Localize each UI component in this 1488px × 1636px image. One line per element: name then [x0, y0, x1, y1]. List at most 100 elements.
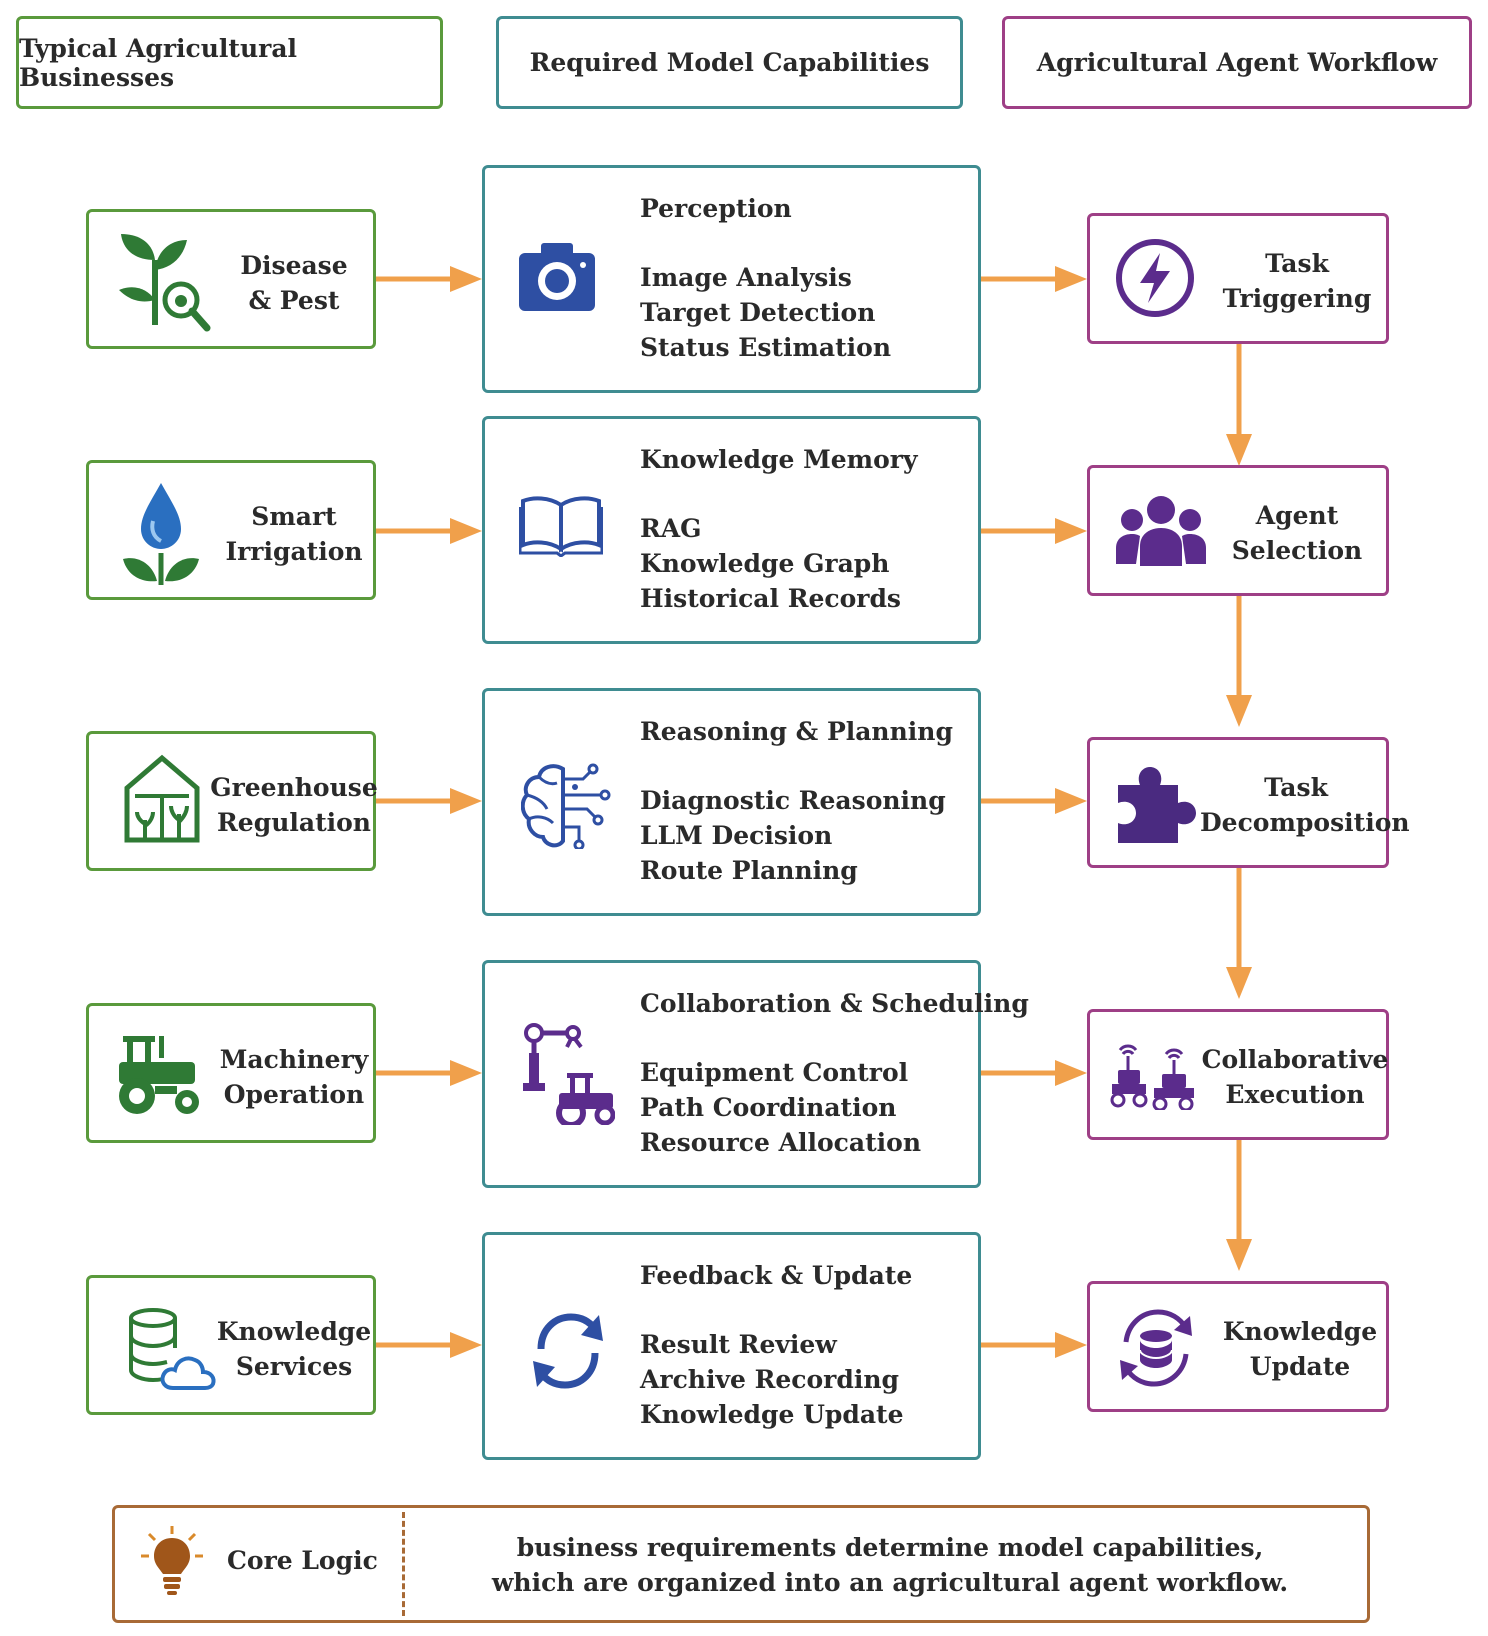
- greenhouse-icon: [124, 754, 200, 843]
- arrow-workflow-down-1: [1226, 344, 1252, 466]
- arrow-business-to-capability-5: [376, 1332, 482, 1358]
- capability-item: Route Planning: [640, 856, 858, 885]
- workflow-box-task-decomposition: Task Decomposition: [1087, 737, 1410, 868]
- business-label-knowledge-line1: Knowledge: [216, 1317, 372, 1346]
- capability-item: Resource Allocation: [640, 1128, 921, 1157]
- workflow-box-collaborative-execution: Collaborative Execution: [1087, 1009, 1389, 1140]
- core-logic-label: Core Logic: [227, 1546, 378, 1575]
- workflow-label-decomposition-line2: Decomposition: [1200, 808, 1410, 837]
- arrow-workflow-down-4: [1226, 1140, 1252, 1271]
- capability-items-feedback: Result Review Archive Recording Knowledg…: [640, 1327, 904, 1432]
- capability-box-reasoning-planning: Reasoning & Planning Diagnostic Reasonin…: [482, 688, 981, 916]
- workflow-label-triggering-line2: Triggering: [1222, 284, 1372, 313]
- capability-item: Diagnostic Reasoning: [640, 786, 946, 815]
- workflow-label-selection-line2: Selection: [1231, 536, 1363, 565]
- capability-box-knowledge-memory: Knowledge Memory RAG Knowledge Graph His…: [482, 416, 981, 644]
- capability-item: Status Estimation: [640, 333, 892, 362]
- capability-item: Knowledge Update: [640, 1400, 904, 1429]
- capability-box-perception: Perception Image Analysis Target Detecti…: [482, 165, 981, 393]
- arrow-capability-to-workflow-5: [981, 1332, 1087, 1358]
- workflow-label-execution-line1: Collaborative: [1201, 1045, 1389, 1074]
- arrow-business-to-capability-1: [376, 266, 482, 292]
- workflow-label-decomposition-line1: Task: [1264, 773, 1328, 802]
- workflow-box-knowledge-update: Knowledge Update: [1087, 1281, 1389, 1412]
- arrow-capability-to-workflow-1: [981, 266, 1087, 292]
- open-book-icon: [519, 496, 603, 557]
- arrow-capability-to-workflow-4: [981, 1060, 1087, 1086]
- plant-magnifier-icon: [119, 234, 211, 332]
- header-business: Typical Agricultural Businesses: [16, 16, 443, 109]
- robot-arm-tractor-icon: [523, 1023, 615, 1125]
- robots-icon: [1110, 1044, 1194, 1110]
- database-cloud-icon: [129, 1308, 216, 1390]
- business-label-knowledge-line2: Services: [235, 1352, 353, 1381]
- core-logic-text: business requirements determine model ca…: [415, 1530, 1365, 1600]
- capability-item: Archive Recording: [640, 1365, 899, 1394]
- capability-items-collaboration: Equipment Control Path Coordination Reso…: [640, 1055, 921, 1160]
- arrow-workflow-down-3: [1226, 868, 1252, 999]
- camera-icon: [519, 243, 595, 311]
- core-logic-line2: which are organized into an agricultural…: [491, 1568, 1289, 1597]
- header-capabilities-text: Required Model Capabilities: [529, 48, 930, 77]
- business-label-disease-line2: & Pest: [248, 286, 340, 315]
- header-business-text: Typical Agricultural Businesses: [19, 33, 298, 92]
- business-box-knowledge-services: Knowledge Services: [86, 1275, 376, 1415]
- capability-item: Equipment Control: [640, 1058, 909, 1087]
- core-logic-divider: [402, 1512, 405, 1616]
- capability-item: RAG: [640, 514, 702, 543]
- capability-title-feedback: Feedback & Update: [640, 1261, 913, 1290]
- water-drop-plant-icon: [123, 483, 199, 585]
- header-workflow-text: Agricultural Agent Workflow: [1036, 48, 1438, 77]
- refresh-icon: [533, 1313, 603, 1389]
- capability-item: Historical Records: [640, 584, 902, 613]
- business-box-smart-irrigation: Smart Irrigation: [86, 460, 376, 600]
- capability-item: Path Coordination: [640, 1093, 897, 1122]
- arrow-business-to-capability-2: [376, 518, 482, 544]
- business-box-greenhouse: Greenhouse Regulation: [86, 731, 378, 871]
- workflow-label-selection-line1: Agent: [1255, 501, 1339, 530]
- business-label-greenhouse-line2: Regulation: [217, 808, 371, 837]
- business-label-disease-line1: Disease: [240, 251, 348, 280]
- capability-title-knowledge: Knowledge Memory: [640, 445, 918, 474]
- business-box-machinery: Machinery Operation: [86, 1003, 376, 1143]
- tractor-icon: [119, 1036, 199, 1114]
- people-group-icon: [1116, 496, 1206, 566]
- business-label-machinery-line2: Operation: [223, 1080, 365, 1109]
- capability-item: Result Review: [640, 1330, 837, 1359]
- business-box-disease-pest: Disease & Pest: [86, 209, 376, 349]
- capability-item: Image Analysis: [640, 263, 852, 292]
- arrow-workflow-down-2: [1226, 596, 1252, 727]
- arrow-capability-to-workflow-2: [981, 518, 1087, 544]
- arrow-capability-to-workflow-3: [981, 788, 1087, 814]
- capability-box-collaboration-scheduling: Collaboration & Scheduling Equipment Con…: [482, 960, 1029, 1188]
- workflow-label-execution-line2: Execution: [1225, 1080, 1365, 1109]
- capability-box-feedback-update: Feedback & Update Result Review Archive …: [482, 1232, 981, 1460]
- capability-item: Target Detection: [640, 298, 876, 327]
- header-capabilities: Required Model Capabilities: [496, 16, 963, 109]
- capability-items-knowledge: RAG Knowledge Graph Historical Records: [640, 511, 901, 616]
- capability-item: LLM Decision: [640, 821, 833, 850]
- database-sync-icon: [1120, 1309, 1192, 1387]
- brain-circuit-icon: [521, 763, 611, 849]
- capability-item: Knowledge Graph: [640, 549, 890, 578]
- lightning-icon: [1116, 239, 1194, 317]
- header-workflow: Agricultural Agent Workflow: [1002, 16, 1472, 109]
- business-label-greenhouse-line1: Greenhouse: [210, 773, 378, 802]
- core-logic-line1: business requirements determine model ca…: [516, 1533, 1264, 1562]
- puzzle-icon: [1118, 767, 1196, 843]
- workflow-label-triggering-line1: Task: [1265, 249, 1329, 278]
- arrow-business-to-capability-3: [376, 788, 482, 814]
- workflow-box-task-triggering: Task Triggering: [1087, 213, 1389, 344]
- workflow-box-agent-selection: Agent Selection: [1087, 465, 1389, 596]
- core-logic-box: Core Logic business requirements determi…: [112, 1505, 1370, 1623]
- workflow-label-update-line1: Knowledge: [1222, 1317, 1378, 1346]
- business-label-irrigation-line2: Irrigation: [225, 537, 363, 566]
- capability-title-collaboration: Collaboration & Scheduling: [640, 989, 1029, 1018]
- business-label-machinery-line1: Machinery: [219, 1045, 369, 1074]
- lightbulb-icon: [141, 1526, 203, 1595]
- workflow-label-update-line2: Update: [1249, 1352, 1351, 1381]
- capability-title-perception: Perception: [640, 194, 792, 223]
- capability-items-perception: Image Analysis Target Detection Status E…: [640, 260, 891, 365]
- business-label-irrigation-line1: Smart: [251, 502, 337, 531]
- capability-title-reasoning: Reasoning & Planning: [640, 717, 953, 746]
